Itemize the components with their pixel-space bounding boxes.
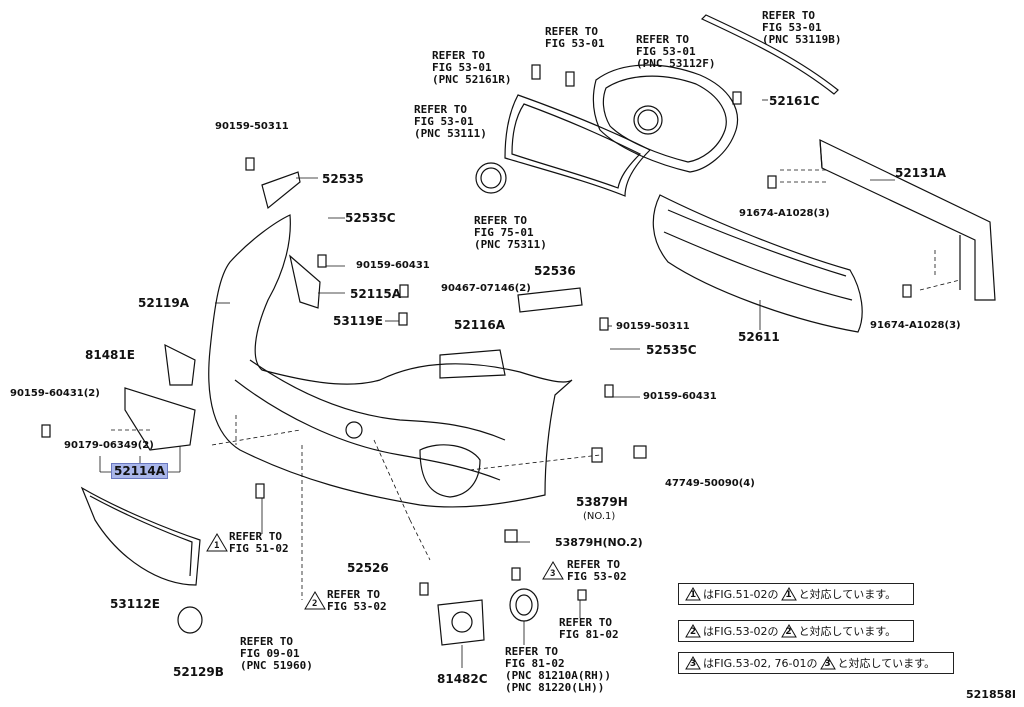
- note-3: 3 はFIG.53-02, 76-01の 3 と対応しています。: [678, 652, 954, 674]
- note-1-triangle: 1: [685, 587, 701, 601]
- fasteners: [41, 64, 912, 601]
- part-91674-a1028-b[interactable]: 91674-A1028(3): [870, 320, 961, 331]
- illustration-id: 521858I: [965, 688, 1016, 701]
- bracket-81481E: [164, 343, 196, 386]
- part-52129b[interactable]: 52129B: [173, 665, 224, 679]
- mark-number-2: 2: [312, 599, 318, 609]
- note-2-text-a: はFIG.53-02の: [703, 625, 779, 638]
- note-3-triangle: 3: [685, 656, 701, 670]
- part-52116a[interactable]: 52116A: [454, 318, 506, 332]
- part-52535[interactable]: 52535: [322, 172, 364, 186]
- ref-fig-53-02-b: REFER TO FIG 53-02: [567, 558, 627, 583]
- note-2-triangle: 2: [685, 624, 701, 638]
- part-52535c-b[interactable]: 52535C: [646, 343, 697, 357]
- note-1: 1 はFIG.51-02の 1 と対応しています。: [678, 583, 914, 605]
- ref-fig-53-01-53111: REFER TO FIG 53-01 (PNC 53111): [414, 103, 487, 140]
- note-3-text-b: と対応しています。: [837, 657, 936, 670]
- ref-fig-81-02-fog: REFER TO FIG 81-02 (PNC 81210A(RH)) (PNC…: [505, 645, 611, 694]
- ref-fig-51-02: REFER TO FIG 51-02: [229, 530, 289, 555]
- part-52161c[interactable]: 52161C: [769, 94, 820, 108]
- note-3-text-a: はFIG.53-02, 76-01の: [703, 657, 818, 670]
- tow-hook-cover: [177, 606, 203, 634]
- part-52611[interactable]: 52611: [738, 330, 780, 344]
- ref-fig-53-01-a: REFER TO FIG 53-01: [545, 25, 605, 50]
- part-53879h-no1[interactable]: 53879H: [576, 495, 628, 509]
- note-1-text-a: はFIG.51-02の: [703, 588, 779, 601]
- fog-cover: [437, 599, 485, 646]
- mark-triangle-3: [542, 561, 564, 580]
- grille-frame: [504, 94, 652, 197]
- emblem-small: [475, 162, 507, 194]
- part-52526[interactable]: 52526: [347, 561, 389, 575]
- bumper-cover: [208, 214, 573, 508]
- note-1-triangle-b: 1: [780, 587, 797, 601]
- part-52535c-a[interactable]: 52535C: [345, 211, 396, 225]
- part-53879h-no2[interactable]: 53879H(NO.2): [555, 536, 643, 549]
- part-53879h-no1-note: (NO.1): [583, 511, 616, 522]
- part-52131a[interactable]: 52131A: [895, 166, 947, 180]
- part-90467-07146[interactable]: 90467-07146(2): [441, 283, 531, 294]
- molding-strip: [700, 14, 839, 95]
- part-90159-60431-b[interactable]: 90159-60431: [643, 391, 717, 402]
- fog-lamp: [509, 588, 539, 622]
- emblem: [633, 105, 663, 135]
- mark-number-1: 1: [214, 541, 220, 551]
- part-52119a[interactable]: 52119A: [138, 296, 190, 310]
- part-90159-50311-b[interactable]: 90159-50311: [616, 321, 690, 332]
- note-1-text-b: と対応しています。: [798, 588, 897, 601]
- upper-grille: [592, 64, 738, 173]
- part-81482c[interactable]: 81482C: [437, 672, 488, 686]
- ref-fig-53-01-52161r: REFER TO FIG 53-01 (PNC 52161R): [432, 49, 512, 86]
- part-47749-50090[interactable]: 47749-50090(4): [665, 478, 755, 489]
- part-52114a-highlight: 52114A: [110, 463, 169, 479]
- ref-fig-53-01-53112f: REFER TO FIG 53-01 (PNC 53112F): [636, 33, 716, 70]
- bracket-52116A: [439, 349, 506, 379]
- ref-fig-53-01-53119b: REFER TO FIG 53-01 (PNC 53119B): [762, 9, 842, 46]
- part-90159-60431-a[interactable]: 90159-60431: [356, 260, 430, 271]
- bracket-52536: [517, 287, 583, 313]
- ref-fig-75-01-75311: REFER TO FIG 75-01 (PNC 75311): [474, 214, 547, 251]
- bracket-52114A: [124, 387, 196, 451]
- part-52115a[interactable]: 52115A: [350, 287, 402, 301]
- bracket-52535: [261, 171, 301, 210]
- ref-fig-09-01-51960: REFER TO FIG 09-01 (PNC 51960): [240, 635, 313, 672]
- part-53112e[interactable]: 53112E: [110, 597, 160, 611]
- part-90179-06349[interactable]: 90179-06349(2): [64, 440, 154, 451]
- part-81481e[interactable]: 81481E: [85, 348, 135, 362]
- note-2-triangle-b: 2: [780, 624, 797, 638]
- ref-fig-81-02-a: REFER TO FIG 81-02: [559, 616, 619, 641]
- mark-triangle-1: [206, 533, 228, 552]
- lower-grille: [80, 486, 201, 586]
- bracket-52115A: [289, 254, 321, 309]
- mark-triangle-2: [304, 591, 326, 610]
- part-90159-50311-a[interactable]: 90159-50311: [215, 121, 289, 132]
- bumper-reinforcement: [819, 139, 996, 301]
- energy-absorber: [652, 194, 863, 333]
- note-2: 2 はFIG.53-02の 2 と対応しています。: [678, 620, 914, 642]
- part-52114a[interactable]: 52114A: [110, 463, 169, 479]
- part-91674-a1028-a[interactable]: 91674-A1028(3): [739, 208, 830, 219]
- ref-fig-53-02-a: REFER TO FIG 53-02: [327, 588, 387, 613]
- part-53119e[interactable]: 53119E: [333, 314, 383, 328]
- part-52536[interactable]: 52536: [534, 264, 576, 278]
- part-90159-60431-c[interactable]: 90159-60431(2): [10, 388, 100, 399]
- mark-number-3: 3: [550, 569, 556, 579]
- note-2-text-b: と対応しています。: [798, 625, 897, 638]
- note-3-triangle-b: 3: [819, 656, 836, 670]
